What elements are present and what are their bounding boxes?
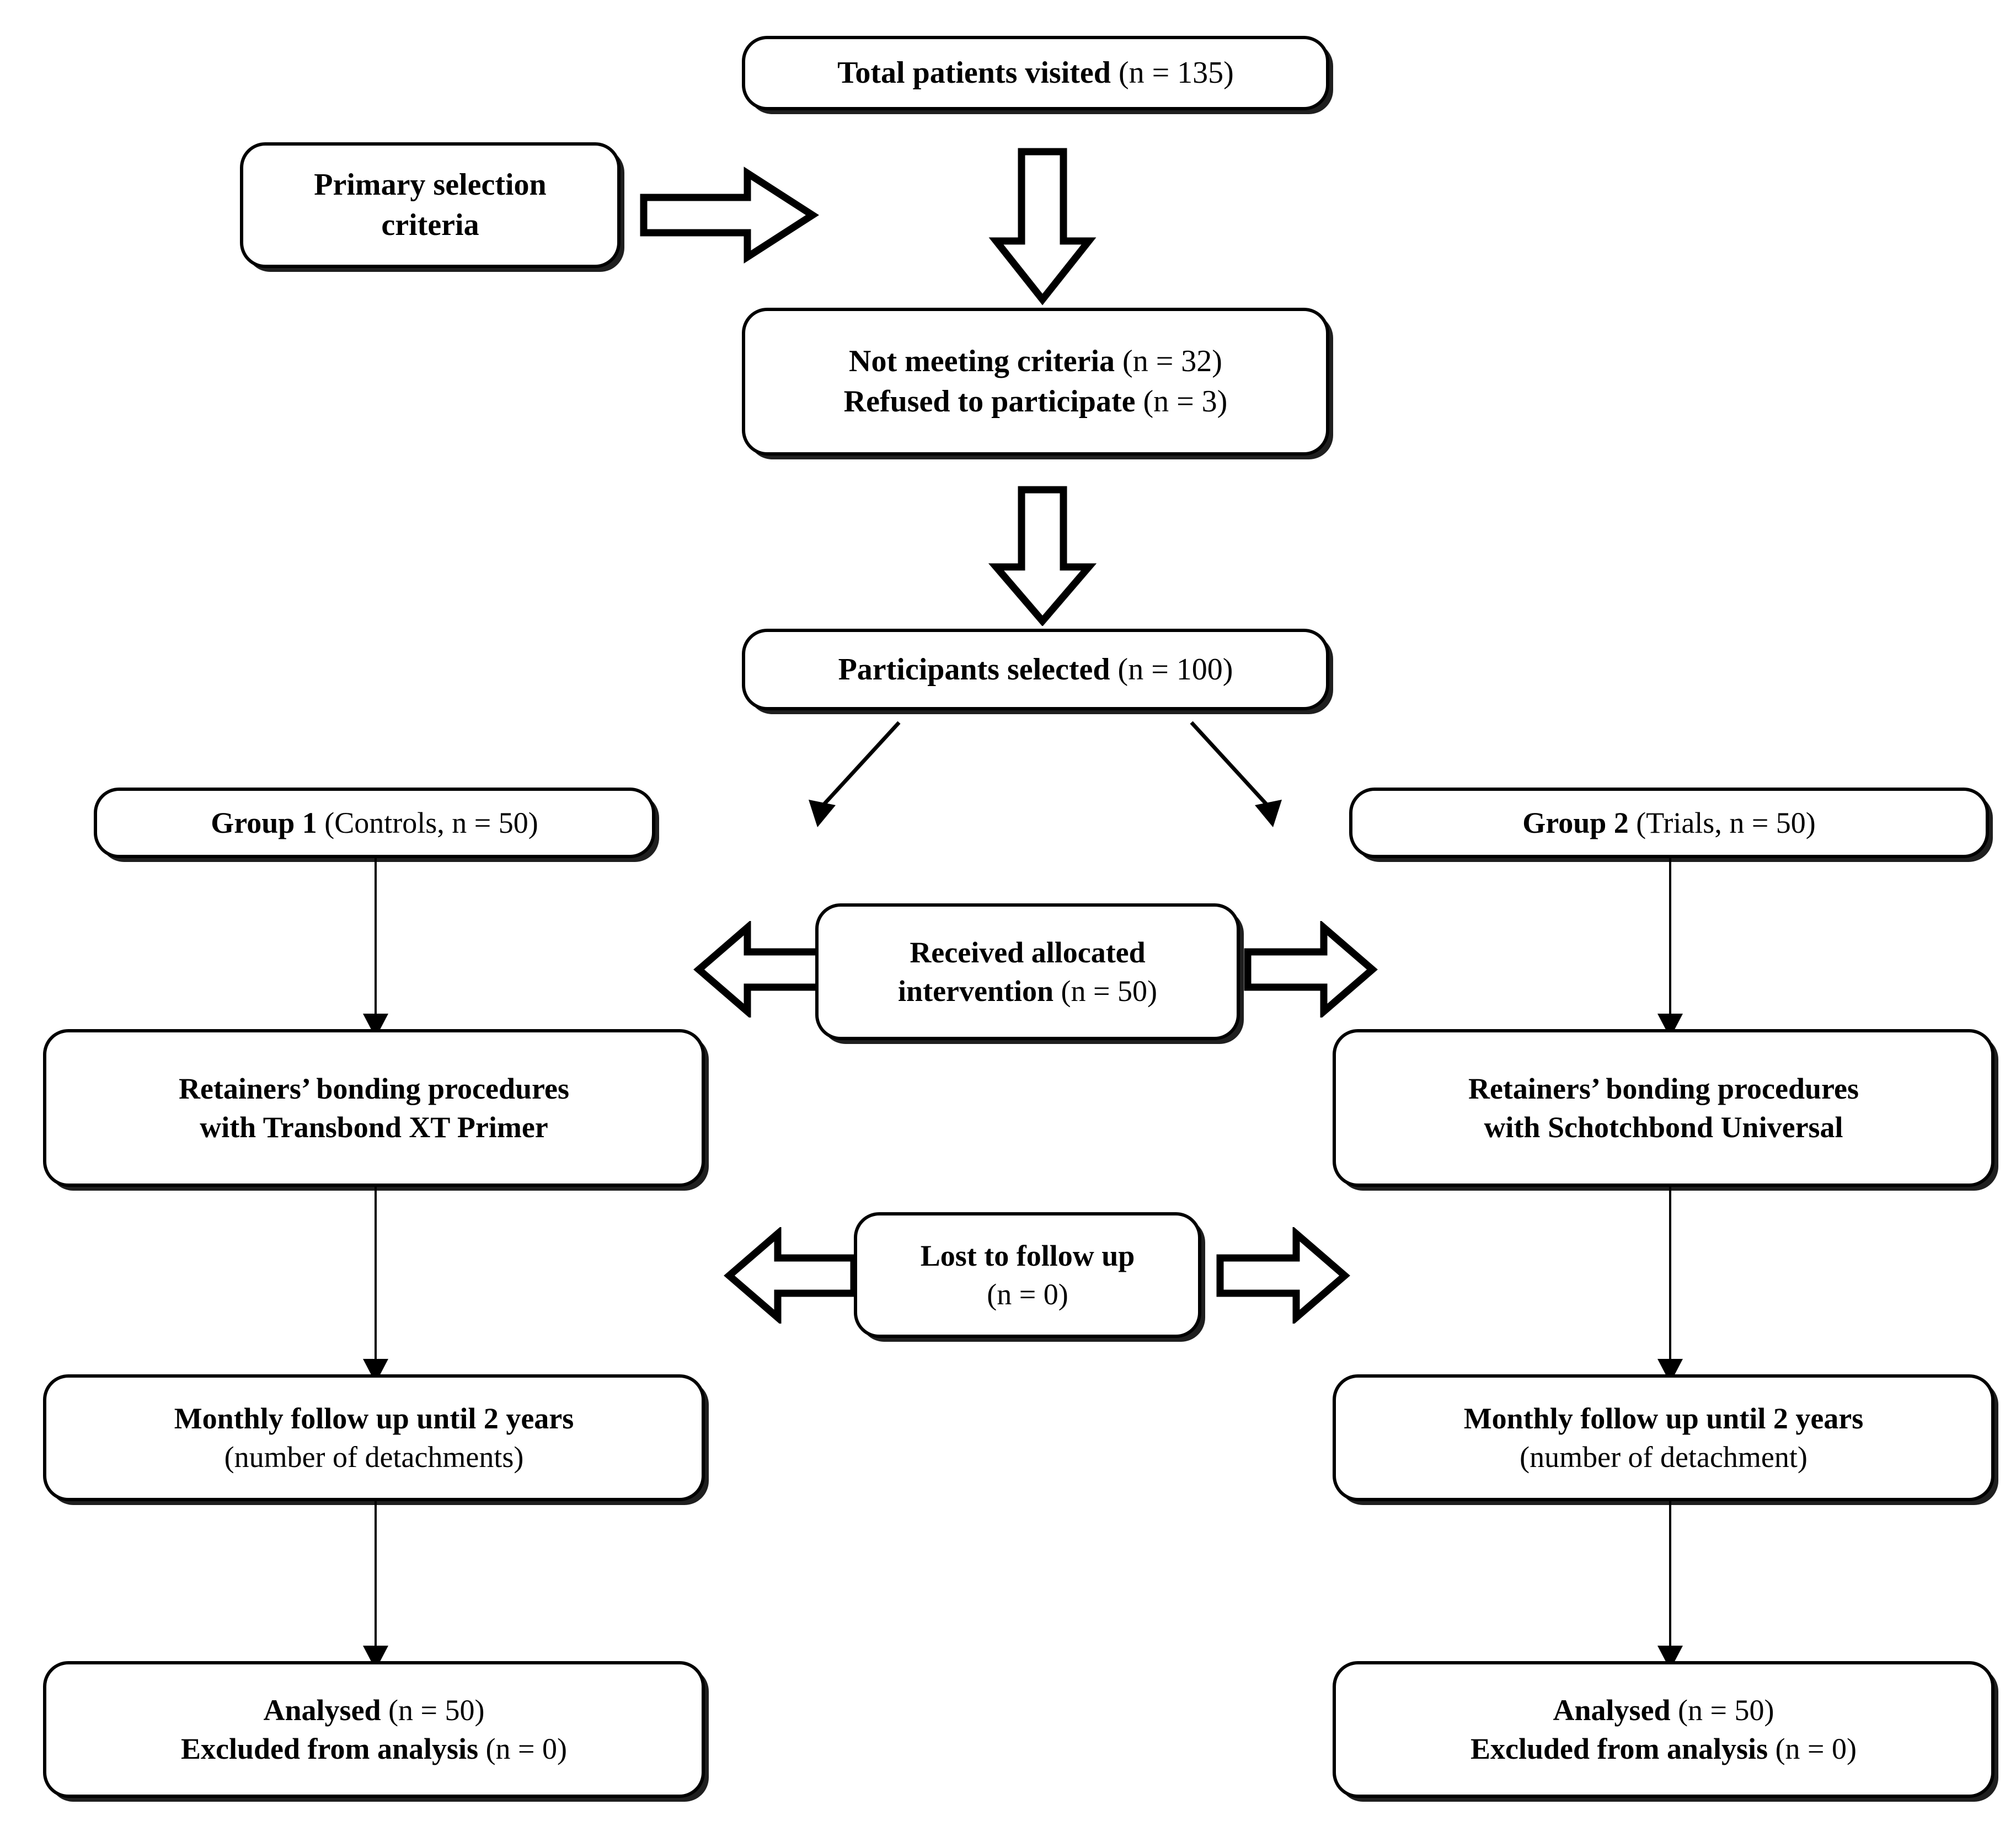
- node-primary-criteria[interactable]: Primary selection criteria: [240, 142, 621, 268]
- node-lost-followup-line-1: Lost to follow up: [920, 1239, 1135, 1272]
- node-bonding-right[interactable]: Retainers’ bonding procedures with Schot…: [1333, 1029, 1994, 1187]
- node-group-2[interactable]: Group 2 (Trials, n = 50): [1349, 788, 1989, 858]
- block-arrow-down-screening: [988, 148, 1097, 306]
- connector-followup-to-analysed-left: [375, 1501, 377, 1661]
- node-followup-right-line-2: (number of detachment): [1520, 1441, 1808, 1474]
- node-excluded[interactable]: Not meeting criteria (n = 32) Refused to…: [742, 308, 1329, 456]
- node-primary-criteria-line-1: Primary selection: [314, 168, 547, 202]
- node-analysed-left-line-1: Analysed (n = 50): [263, 1693, 485, 1727]
- node-received-intervention-line-1: Received allocated: [910, 935, 1146, 969]
- node-bonding-left-line-1: Retainers’ bonding procedures: [178, 1072, 570, 1105]
- block-arrow-left-followup: [724, 1227, 858, 1324]
- connector-bonding-to-followup-right: [1669, 1187, 1671, 1374]
- node-followup-right[interactable]: Monthly follow up until 2 years (number …: [1333, 1374, 1994, 1501]
- split-arrow-to-group-2: [1190, 721, 1282, 827]
- block-arrow-right-primary-criteria: [640, 167, 819, 264]
- split-arrow-to-group-1: [809, 721, 901, 827]
- node-followup-left-line-2: (number of detachments): [224, 1441, 524, 1474]
- block-arrow-right-followup: [1216, 1227, 1350, 1324]
- block-arrow-right-allocation: [1244, 921, 1378, 1018]
- node-bonding-right-line-2: with Schotchbond Universal: [1484, 1111, 1843, 1144]
- node-received-intervention-line-2: intervention (n = 50): [898, 974, 1157, 1008]
- node-group-1[interactable]: Group 1 (Controls, n = 50): [94, 788, 655, 858]
- node-participants-selected[interactable]: Participants selected (n = 100): [742, 629, 1329, 710]
- node-group-2-line-1: Group 2 (Trials, n = 50): [1522, 806, 1816, 839]
- node-analysed-right-line-1: Analysed (n = 50): [1553, 1693, 1774, 1727]
- node-primary-criteria-line-2: criteria: [381, 208, 479, 242]
- node-analysed-left[interactable]: Analysed (n = 50) Excluded from analysis…: [43, 1661, 705, 1798]
- node-lost-followup[interactable]: Lost to follow up (n = 0): [854, 1212, 1201, 1338]
- node-followup-left[interactable]: Monthly follow up until 2 years (number …: [43, 1374, 705, 1501]
- node-analysed-right[interactable]: Analysed (n = 50) Excluded from analysis…: [1333, 1661, 1994, 1798]
- node-bonding-left[interactable]: Retainers’ bonding procedures with Trans…: [43, 1029, 705, 1187]
- block-arrow-down-enrollment: [988, 486, 1097, 626]
- node-bonding-right-line-1: Retainers’ bonding procedures: [1468, 1072, 1859, 1105]
- node-group-1-line-1: Group 1 (Controls, n = 50): [211, 806, 538, 839]
- node-analysed-right-line-2: Excluded from analysis (n = 0): [1470, 1732, 1857, 1765]
- connector-group1-to-bonding: [375, 858, 377, 1029]
- node-lost-followup-line-2: (n = 0): [987, 1278, 1068, 1311]
- node-total-patients[interactable]: Total patients visited (n = 135): [742, 36, 1329, 110]
- connector-bonding-to-followup-left: [375, 1187, 377, 1374]
- node-excluded-line-2: Refused to participate (n = 3): [843, 384, 1228, 419]
- node-followup-left-line-1: Monthly follow up until 2 years: [174, 1401, 574, 1435]
- connector-group2-to-bonding: [1669, 858, 1671, 1029]
- node-followup-right-line-1: Monthly follow up until 2 years: [1463, 1401, 1864, 1435]
- block-arrow-left-allocation: [693, 921, 827, 1018]
- node-excluded-line-1: Not meeting criteria (n = 32): [849, 344, 1222, 379]
- node-total-patients-line-1: Total patients visited (n = 135): [837, 56, 1234, 90]
- node-received-intervention[interactable]: Received allocated intervention (n = 50): [815, 903, 1240, 1040]
- node-participants-selected-line-1: Participants selected (n = 100): [838, 652, 1233, 687]
- node-analysed-left-line-2: Excluded from analysis (n = 0): [181, 1732, 567, 1765]
- node-bonding-left-line-2: with Transbond XT Primer: [200, 1111, 548, 1144]
- connector-followup-to-analysed-right: [1669, 1501, 1671, 1661]
